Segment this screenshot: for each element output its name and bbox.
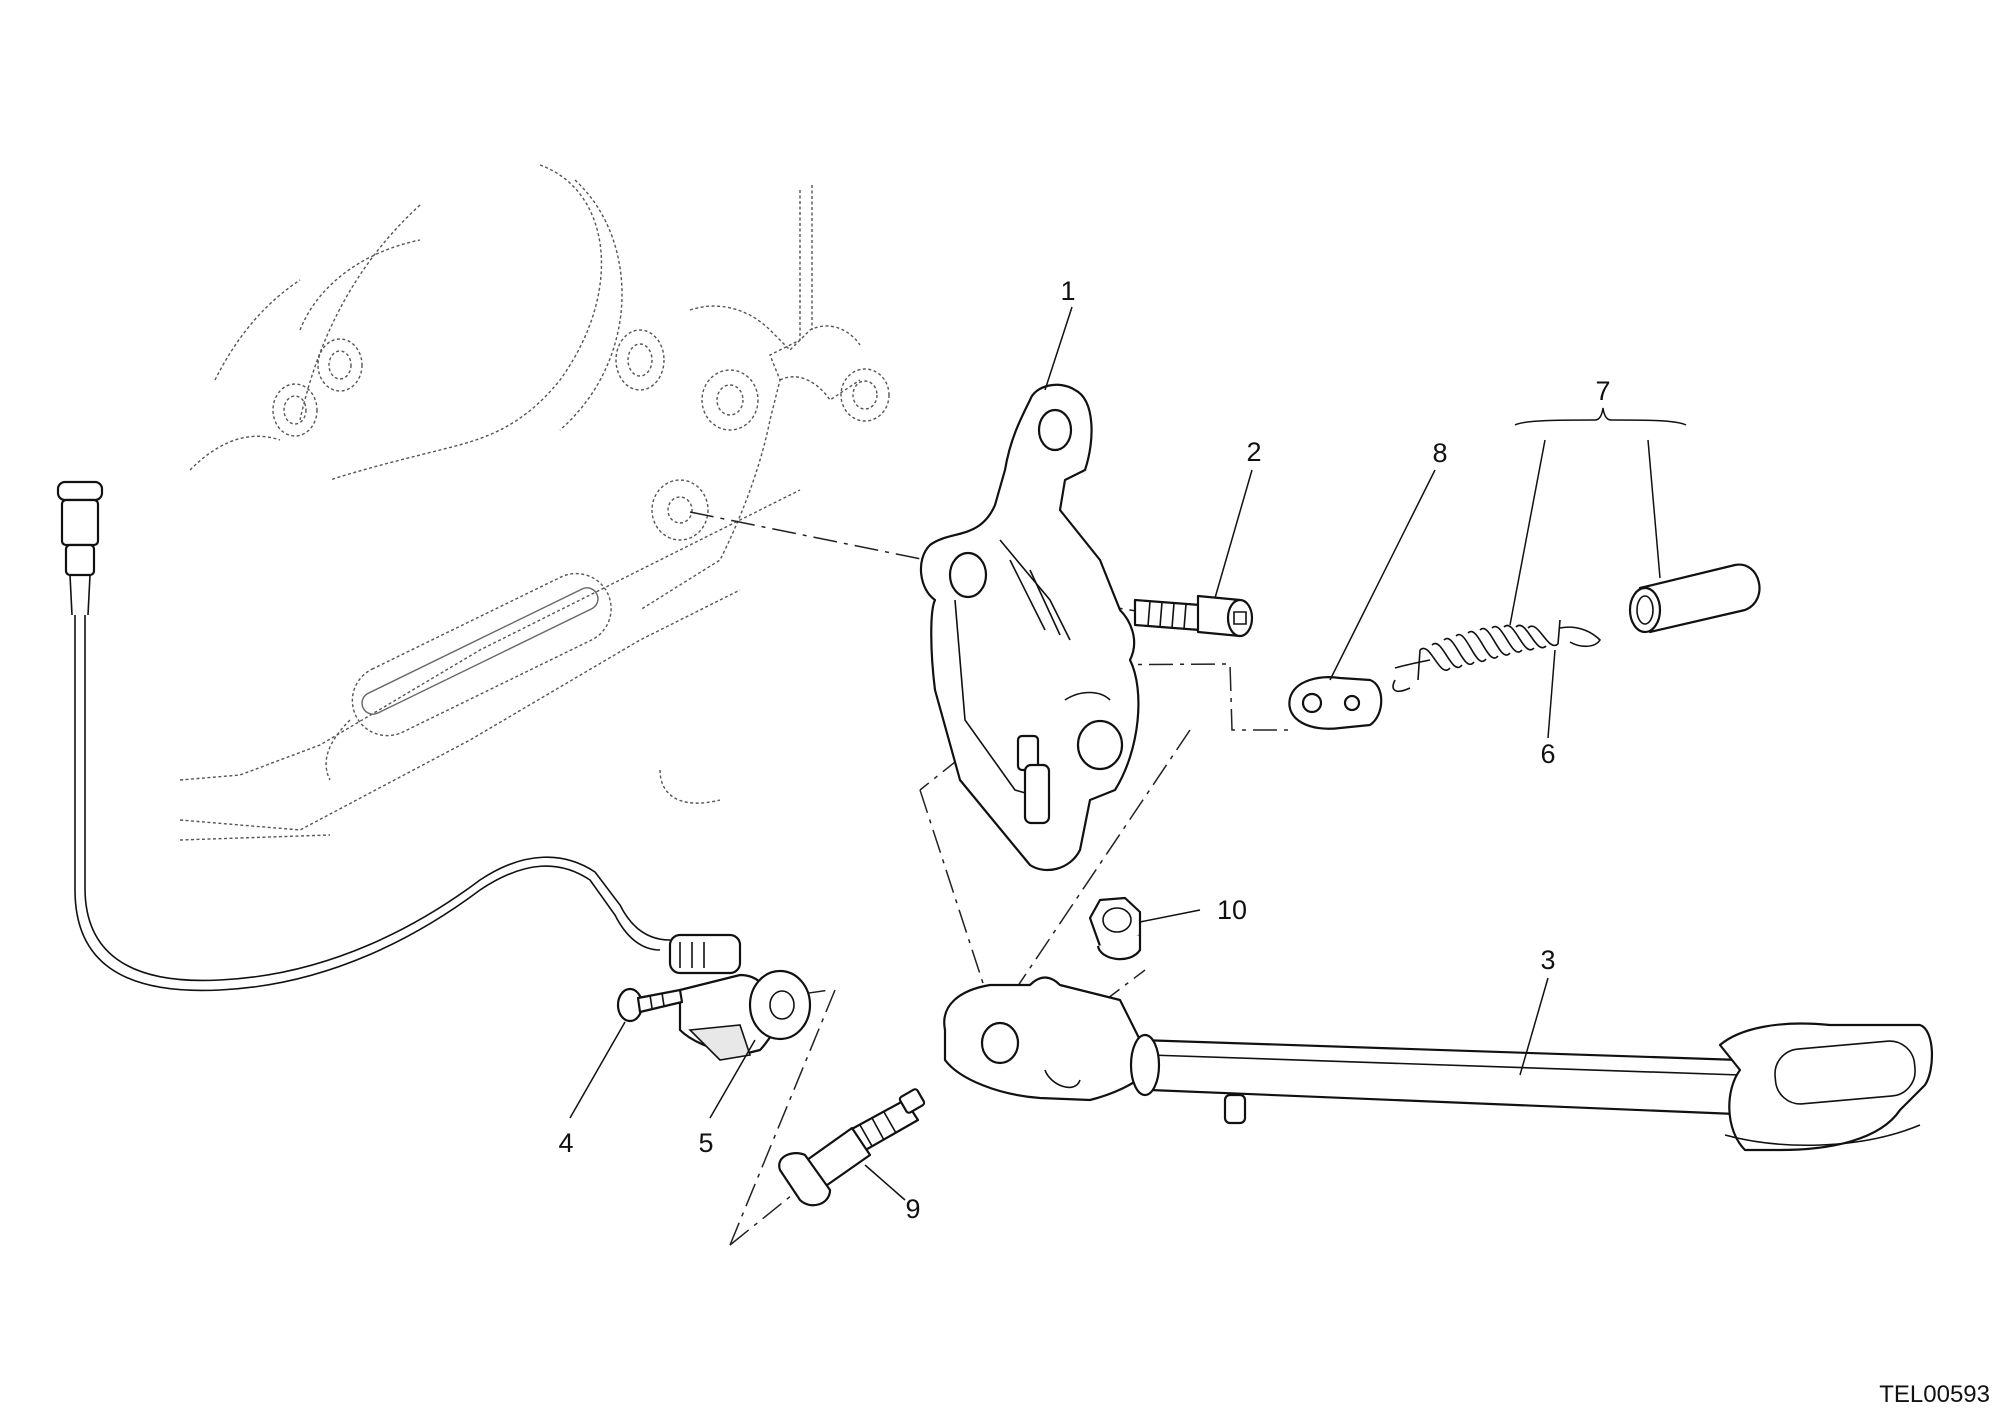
callout-5: 5 [698,1128,713,1158]
callout-9: 9 [905,1194,920,1224]
sensor-wire [74,615,671,992]
callout-1: 1 [1060,276,1075,306]
callout-10: 10 [1217,895,1247,925]
engine-crankcase-ghost [179,164,890,841]
lock-plate-part-8 [1288,676,1383,730]
flange-nut-part-10 [1088,896,1142,961]
bracket-part-1 [919,383,1140,872]
screw-part-4 [616,987,684,1023]
callout-6: 6 [1540,739,1555,769]
callout-2: 2 [1246,437,1261,467]
callout-3: 3 [1540,945,1555,975]
drawing-code: TEL00593 [1879,1381,1990,1408]
spring-part-6 [1392,619,1602,692]
spacer-tube-part-7 [1628,563,1761,634]
wire-connector [56,480,104,616]
callout-7: 7 [1595,376,1610,406]
callout-labels: 1 2 3 4 5 6 7 8 9 10 [558,276,1610,1224]
screw-part-2 [1133,594,1254,638]
sensor-bracket-part-5 [668,933,812,1061]
pivot-bolt-part-9 [778,1088,926,1207]
callout-4: 4 [558,1128,573,1158]
callout-8: 8 [1432,438,1447,468]
leader-lines [569,306,1687,1201]
side-stand-part-3 [943,976,1934,1152]
